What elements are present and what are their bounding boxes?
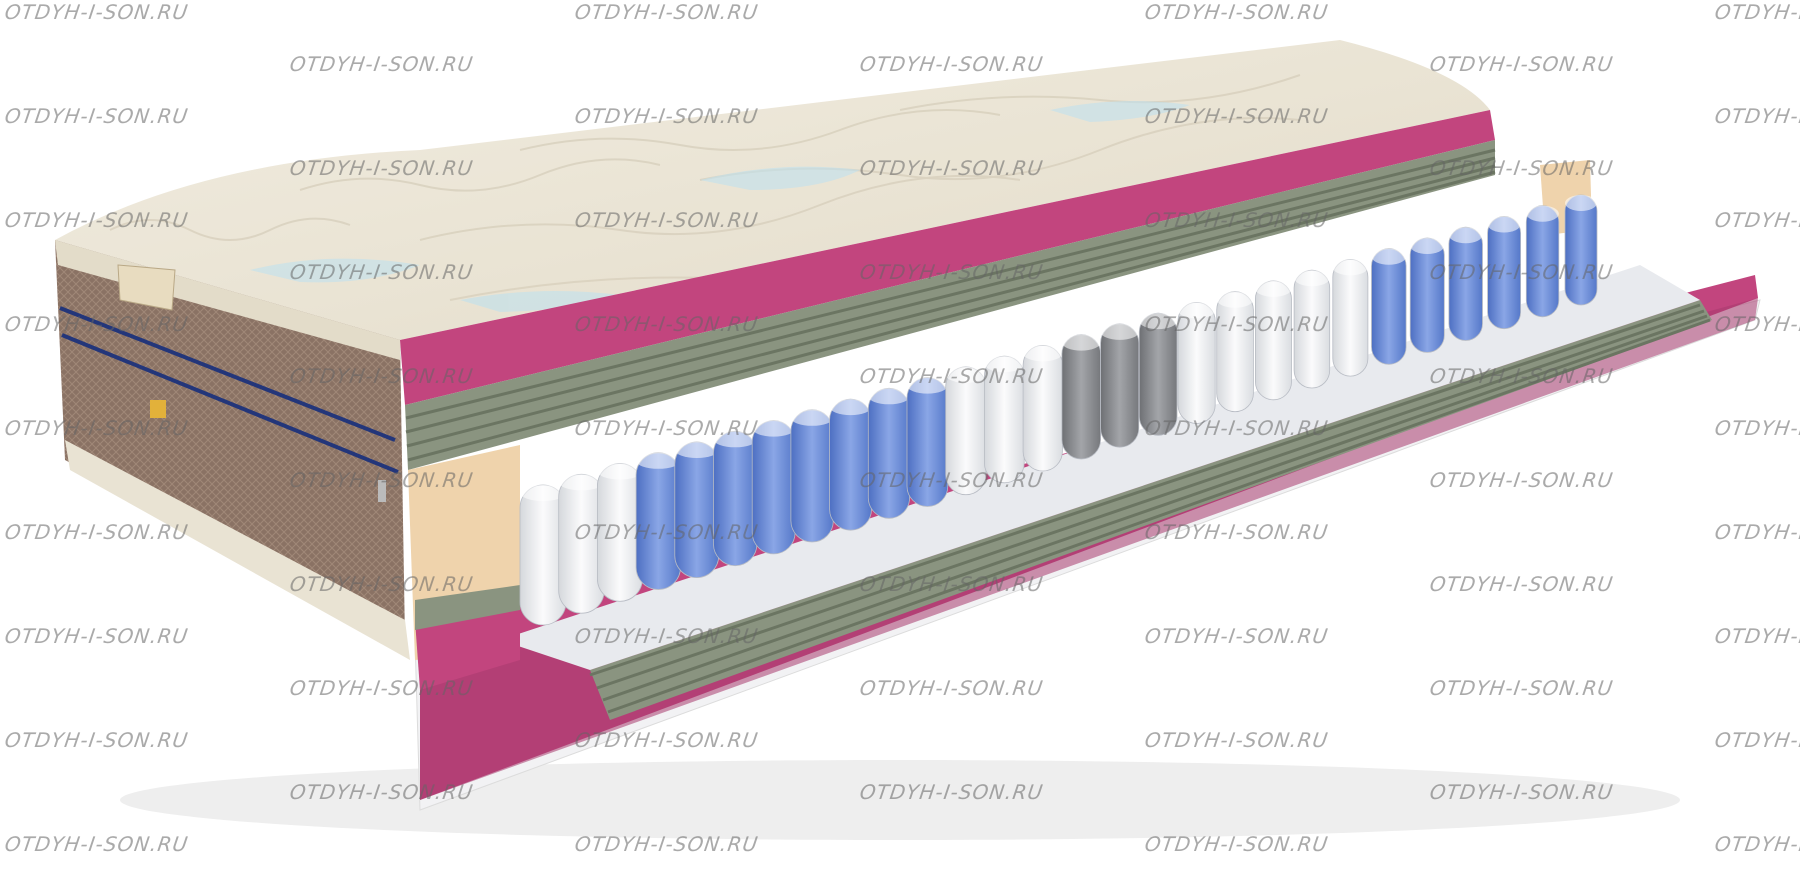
pocket-spring — [906, 377, 949, 507]
pocket-spring-top — [1061, 334, 1101, 351]
pocket-spring — [945, 366, 987, 496]
pocket-spring-top — [597, 463, 643, 480]
pocket-spring-top — [1448, 227, 1483, 244]
zipper — [59, 306, 396, 442]
pocket-spring-top — [713, 431, 757, 448]
pocket-spring — [1332, 258, 1369, 377]
pocket-spring-top — [752, 420, 796, 437]
floor-shadow — [120, 760, 1680, 840]
pocket-spring — [1487, 216, 1521, 330]
pocket-spring — [1216, 291, 1254, 413]
pocket-spring — [1371, 248, 1407, 365]
pocket-spring-top — [1371, 248, 1407, 265]
pocket-spring — [867, 387, 910, 519]
pocket-spring-top — [1410, 238, 1445, 254]
pocket-spring — [751, 420, 796, 555]
pocket-spring — [635, 452, 681, 590]
pocket-spring-top — [636, 452, 681, 469]
product-tag — [117, 264, 176, 311]
pocket-spring — [1061, 334, 1102, 460]
pocket-spring-top — [1216, 291, 1254, 308]
pocket-spring-top — [829, 399, 872, 416]
pocket-spring — [1448, 226, 1483, 341]
pocket-spring-top — [1526, 205, 1559, 222]
pocket-spring-top — [1139, 313, 1177, 330]
pocket-spring-top — [907, 377, 948, 394]
pocket-spring — [1409, 237, 1445, 353]
zipper-pull — [378, 480, 386, 502]
pocket-spring — [597, 463, 643, 602]
pocket-spring — [1138, 312, 1178, 436]
pocket-spring — [1177, 301, 1216, 424]
pocket-spring-top — [1332, 259, 1368, 276]
pocket-spring-top — [945, 366, 987, 383]
pocket-spring — [984, 355, 1025, 484]
pocket-spring-top — [868, 388, 910, 405]
upper-pink-foam-layer — [400, 110, 1495, 405]
pocket-spring — [1255, 280, 1292, 401]
pocket-spring — [713, 430, 758, 567]
felt-base-layer — [500, 265, 1700, 670]
pocket-spring-top — [520, 485, 566, 501]
pocket-spring-top — [1178, 302, 1216, 319]
pocket-spring-top — [984, 356, 1025, 373]
pocket-spring — [674, 441, 720, 579]
pocket-spring-top — [1487, 216, 1521, 233]
pocket-spring-top — [1294, 270, 1330, 287]
pocket-spring-top — [1100, 323, 1139, 340]
pocket-spring — [1022, 344, 1063, 472]
pocket-spring — [790, 409, 834, 543]
pocket-spring-block — [519, 194, 1598, 626]
pocket-spring — [1525, 205, 1560, 318]
brand-label — [150, 400, 166, 418]
pocket-spring-top — [1255, 280, 1292, 297]
pocket-spring-top — [1023, 345, 1063, 362]
pocket-spring-top — [674, 442, 719, 458]
pocket-spring — [1100, 323, 1140, 448]
pocket-spring-top — [1565, 195, 1597, 211]
pocket-spring-top — [790, 409, 834, 426]
pocket-spring-top — [558, 474, 605, 491]
pocket-spring — [1293, 269, 1331, 389]
pocket-spring — [829, 398, 872, 531]
pocket-spring — [1564, 194, 1598, 306]
